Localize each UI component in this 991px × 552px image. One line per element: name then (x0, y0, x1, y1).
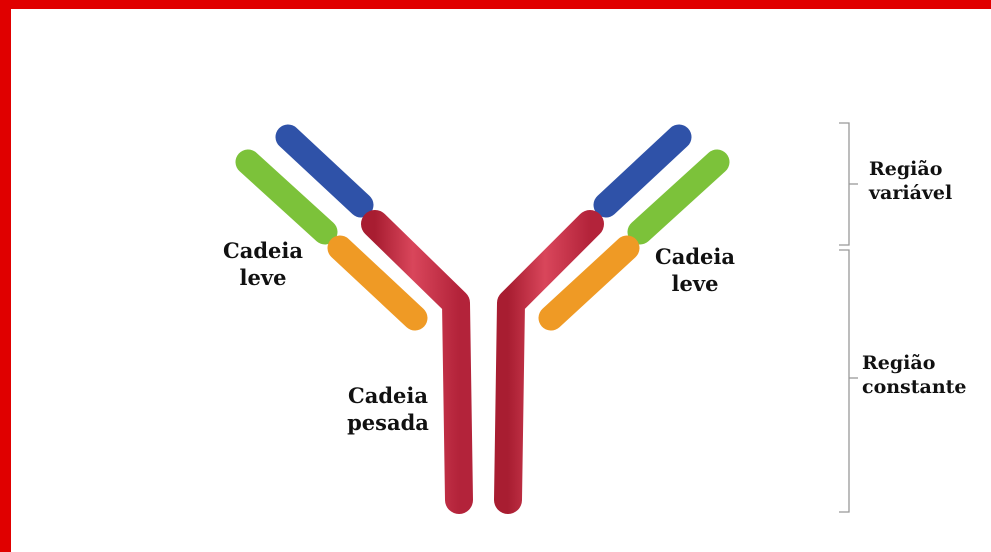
right-variable-heavy-segment (593, 124, 692, 218)
top-red-border (0, 0, 991, 9)
left-constant-light-segment (327, 235, 428, 331)
variable-region-label: Região variável (869, 157, 952, 205)
variable-region-bracket (839, 122, 858, 246)
left-red-border (0, 0, 11, 552)
light-chain-right-line-2: leve (671, 271, 719, 296)
light-chain-right-label: Cadeia leve (645, 243, 745, 297)
left-heavy-chain (361, 210, 473, 514)
right-constant-light-segment (538, 235, 640, 331)
constant-region-label: Região constante (862, 351, 967, 399)
constant-region-bracket (839, 249, 858, 513)
light-chain-left-label: Cadeia leve (213, 237, 313, 291)
variable-region-line-2: variável (869, 182, 953, 204)
constant-region-line-2: constante (862, 376, 967, 398)
heavy-chain-label: Cadeia pesada (333, 382, 443, 436)
heavy-chain-line-2: pesada (347, 410, 429, 435)
heavy-chain-line-1: Cadeia (348, 383, 428, 408)
right-heavy-chain (494, 210, 604, 514)
constant-region-line-1: Região (862, 352, 936, 374)
light-chain-left-line-1: Cadeia (223, 238, 303, 263)
light-chain-right-line-1: Cadeia (655, 244, 735, 269)
right-variable-light-segment (627, 149, 730, 245)
variable-region-line-1: Região (869, 158, 943, 180)
left-variable-light-segment (235, 149, 338, 245)
left-variable-heavy-segment (275, 124, 374, 218)
light-chain-left-line-2: leve (239, 265, 287, 290)
